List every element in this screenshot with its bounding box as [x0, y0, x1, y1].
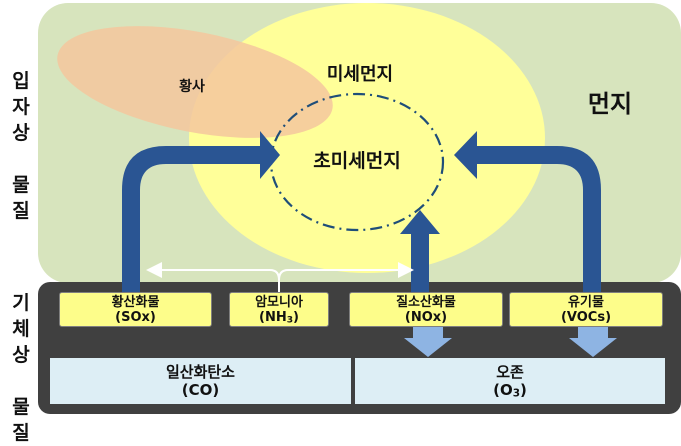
precursor-formula: (NOx) [404, 309, 448, 325]
precursor-nh3-box: 암모니아 (NH3) [229, 292, 329, 327]
precursor-nox-box: 질소산화물 (NOx) [349, 292, 503, 327]
precursor-name: 암모니아 [255, 294, 303, 310]
precursor-name: 질소산화물 [396, 294, 456, 310]
precursor-formula: (VOCs) [560, 309, 612, 325]
precursor-formula: (SOx) [115, 309, 156, 325]
precursor-sox-box: 황산화물 (SOx) [59, 292, 212, 327]
fine-dust-label: 미세먼지 [326, 64, 394, 85]
gaseous-matter-label: 기 체 상 물 질 [12, 292, 30, 444]
dust-label: 먼지 [587, 90, 633, 118]
product-co-box: 일산화탄소 (CO) [50, 358, 351, 404]
product-formula: (O3) [493, 381, 527, 400]
arrow-nox-to-ozone [404, 325, 452, 357]
yellow-dust-label: 황사 [179, 79, 205, 95]
product-name: 일산화탄소 [165, 363, 235, 381]
arrow-nox-to-ultrafine [400, 210, 440, 292]
precursor-formula: (NH3) [259, 309, 299, 325]
product-ozone-box: 오존 (O3) [355, 358, 665, 404]
arrow-sox-to-ultrafine [122, 131, 280, 292]
arrow-voc-to-ozone [569, 325, 617, 357]
arrow-voc-to-ultrafine [454, 131, 601, 292]
ultrafine-dust-label: 초미세먼지 [313, 150, 401, 172]
precursor-name: 유기물 [568, 294, 604, 310]
precursor-voc-box: 유기물 (VOCs) [509, 292, 663, 327]
yellow-dust-region [57, 26, 333, 138]
diagram-canvas [38, 3, 681, 414]
precursor-name: 황산화물 [111, 294, 160, 310]
product-formula: (CO) [181, 381, 220, 399]
particulate-matter-label: 입 자 상 물 질 [12, 70, 30, 222]
product-name: 오존 [496, 363, 524, 381]
